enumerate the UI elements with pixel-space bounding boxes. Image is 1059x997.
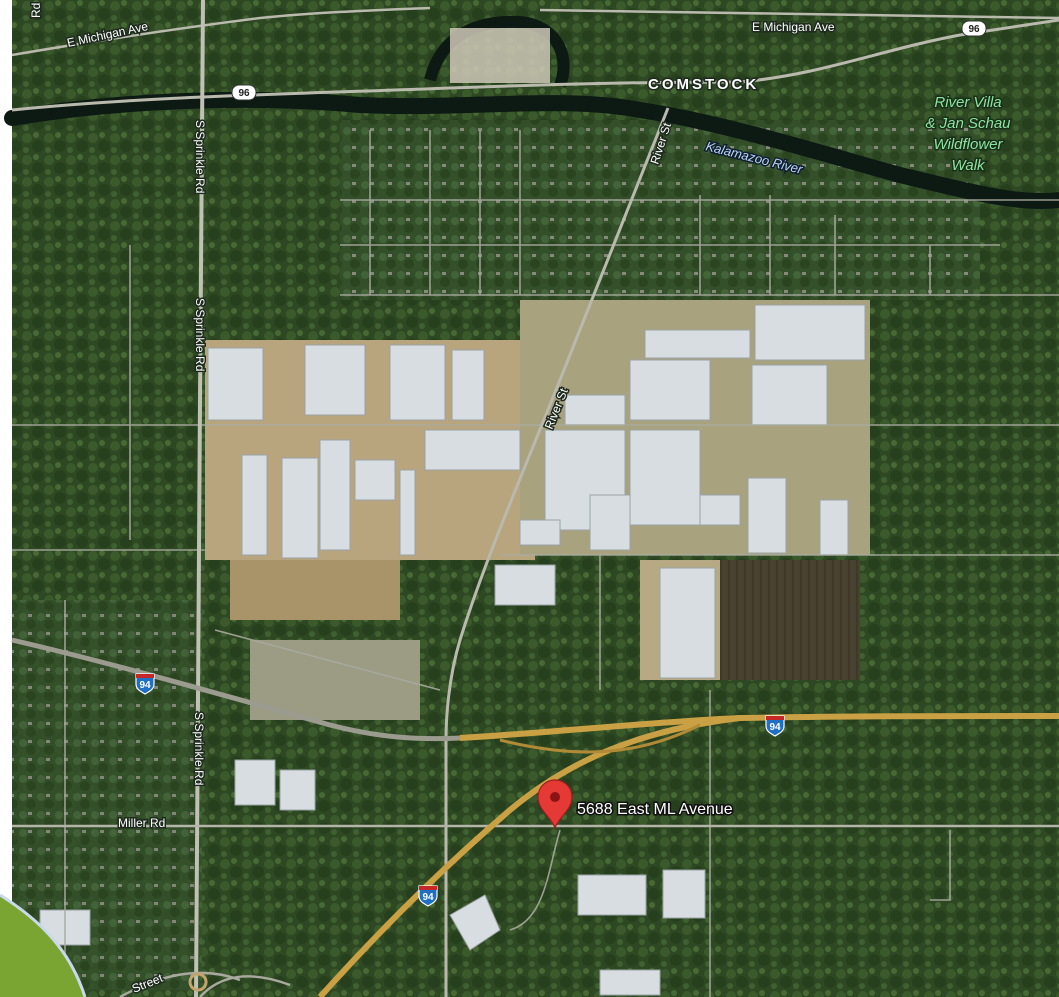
- street-ramps: [119, 971, 291, 997]
- i-94-mainline: [459, 713, 1059, 741]
- svg-text:94: 94: [139, 680, 151, 691]
- river-island-lot: [450, 28, 550, 83]
- town-label-comstock: COMSTOCK: [648, 76, 759, 93]
- i-94-shield-south: 94: [418, 885, 438, 907]
- river-st-road: [444, 107, 670, 997]
- road-label-sprinkle-3: S Sprinkle Rd: [192, 712, 206, 785]
- road-label-miller-rd: Miller Rd: [118, 816, 165, 830]
- svg-text:96: 96: [238, 88, 250, 99]
- warehouse-roofs: [39, 304, 866, 996]
- river-upper-bend: [424, 15, 570, 88]
- park-label-line-4: Walk: [951, 157, 986, 174]
- page-margin: [0, 0, 12, 997]
- i-94-ramp: [499, 723, 701, 754]
- road-label-corner-rd: Rd: [29, 3, 43, 18]
- i-94-diagonal: [317, 715, 741, 997]
- corner-accent-shape: [0, 895, 85, 997]
- svg-text:96: 96: [968, 24, 980, 35]
- local-streets: [12, 130, 1059, 997]
- m-96-shield-east: 96: [961, 20, 987, 37]
- park-label-line-2: & Jan Schau: [925, 115, 1011, 132]
- i-94-shield-west: 94: [135, 673, 155, 695]
- road-label-sprinkle-1: S Sprinkle Rd: [193, 120, 207, 193]
- i-94-west-segment: [11, 637, 461, 742]
- road-label-e-michigan-east: E Michigan Ave: [752, 20, 835, 34]
- corner-accent-edge: [0, 893, 87, 997]
- park-label-line-3: Wildflower: [933, 136, 1003, 153]
- location-marker[interactable]: [537, 779, 573, 831]
- roundabout: [188, 972, 208, 992]
- park-label-line-1: River Villa: [934, 94, 1001, 111]
- svg-text:94: 94: [769, 722, 781, 733]
- m-96-shield-west: 96: [231, 84, 257, 101]
- s-sprinkle-rd-road: [194, 0, 205, 997]
- marker-address-label: 5688 East ML Avenue: [577, 801, 733, 818]
- svg-text:94: 94: [422, 892, 434, 903]
- map-pin-center: [550, 792, 560, 802]
- kalamazoo-river: [4, 91, 1059, 210]
- e-michigan-ave-west-road: [11, 6, 431, 57]
- residential-area-north: [340, 120, 980, 300]
- road-label-sprinkle-2: S Sprinkle Rd: [193, 298, 207, 371]
- map-pin-icon[interactable]: [537, 779, 573, 831]
- i-94-shield-east: 94: [765, 715, 785, 737]
- e-michigan-ave-east-road: [539, 8, 1059, 20]
